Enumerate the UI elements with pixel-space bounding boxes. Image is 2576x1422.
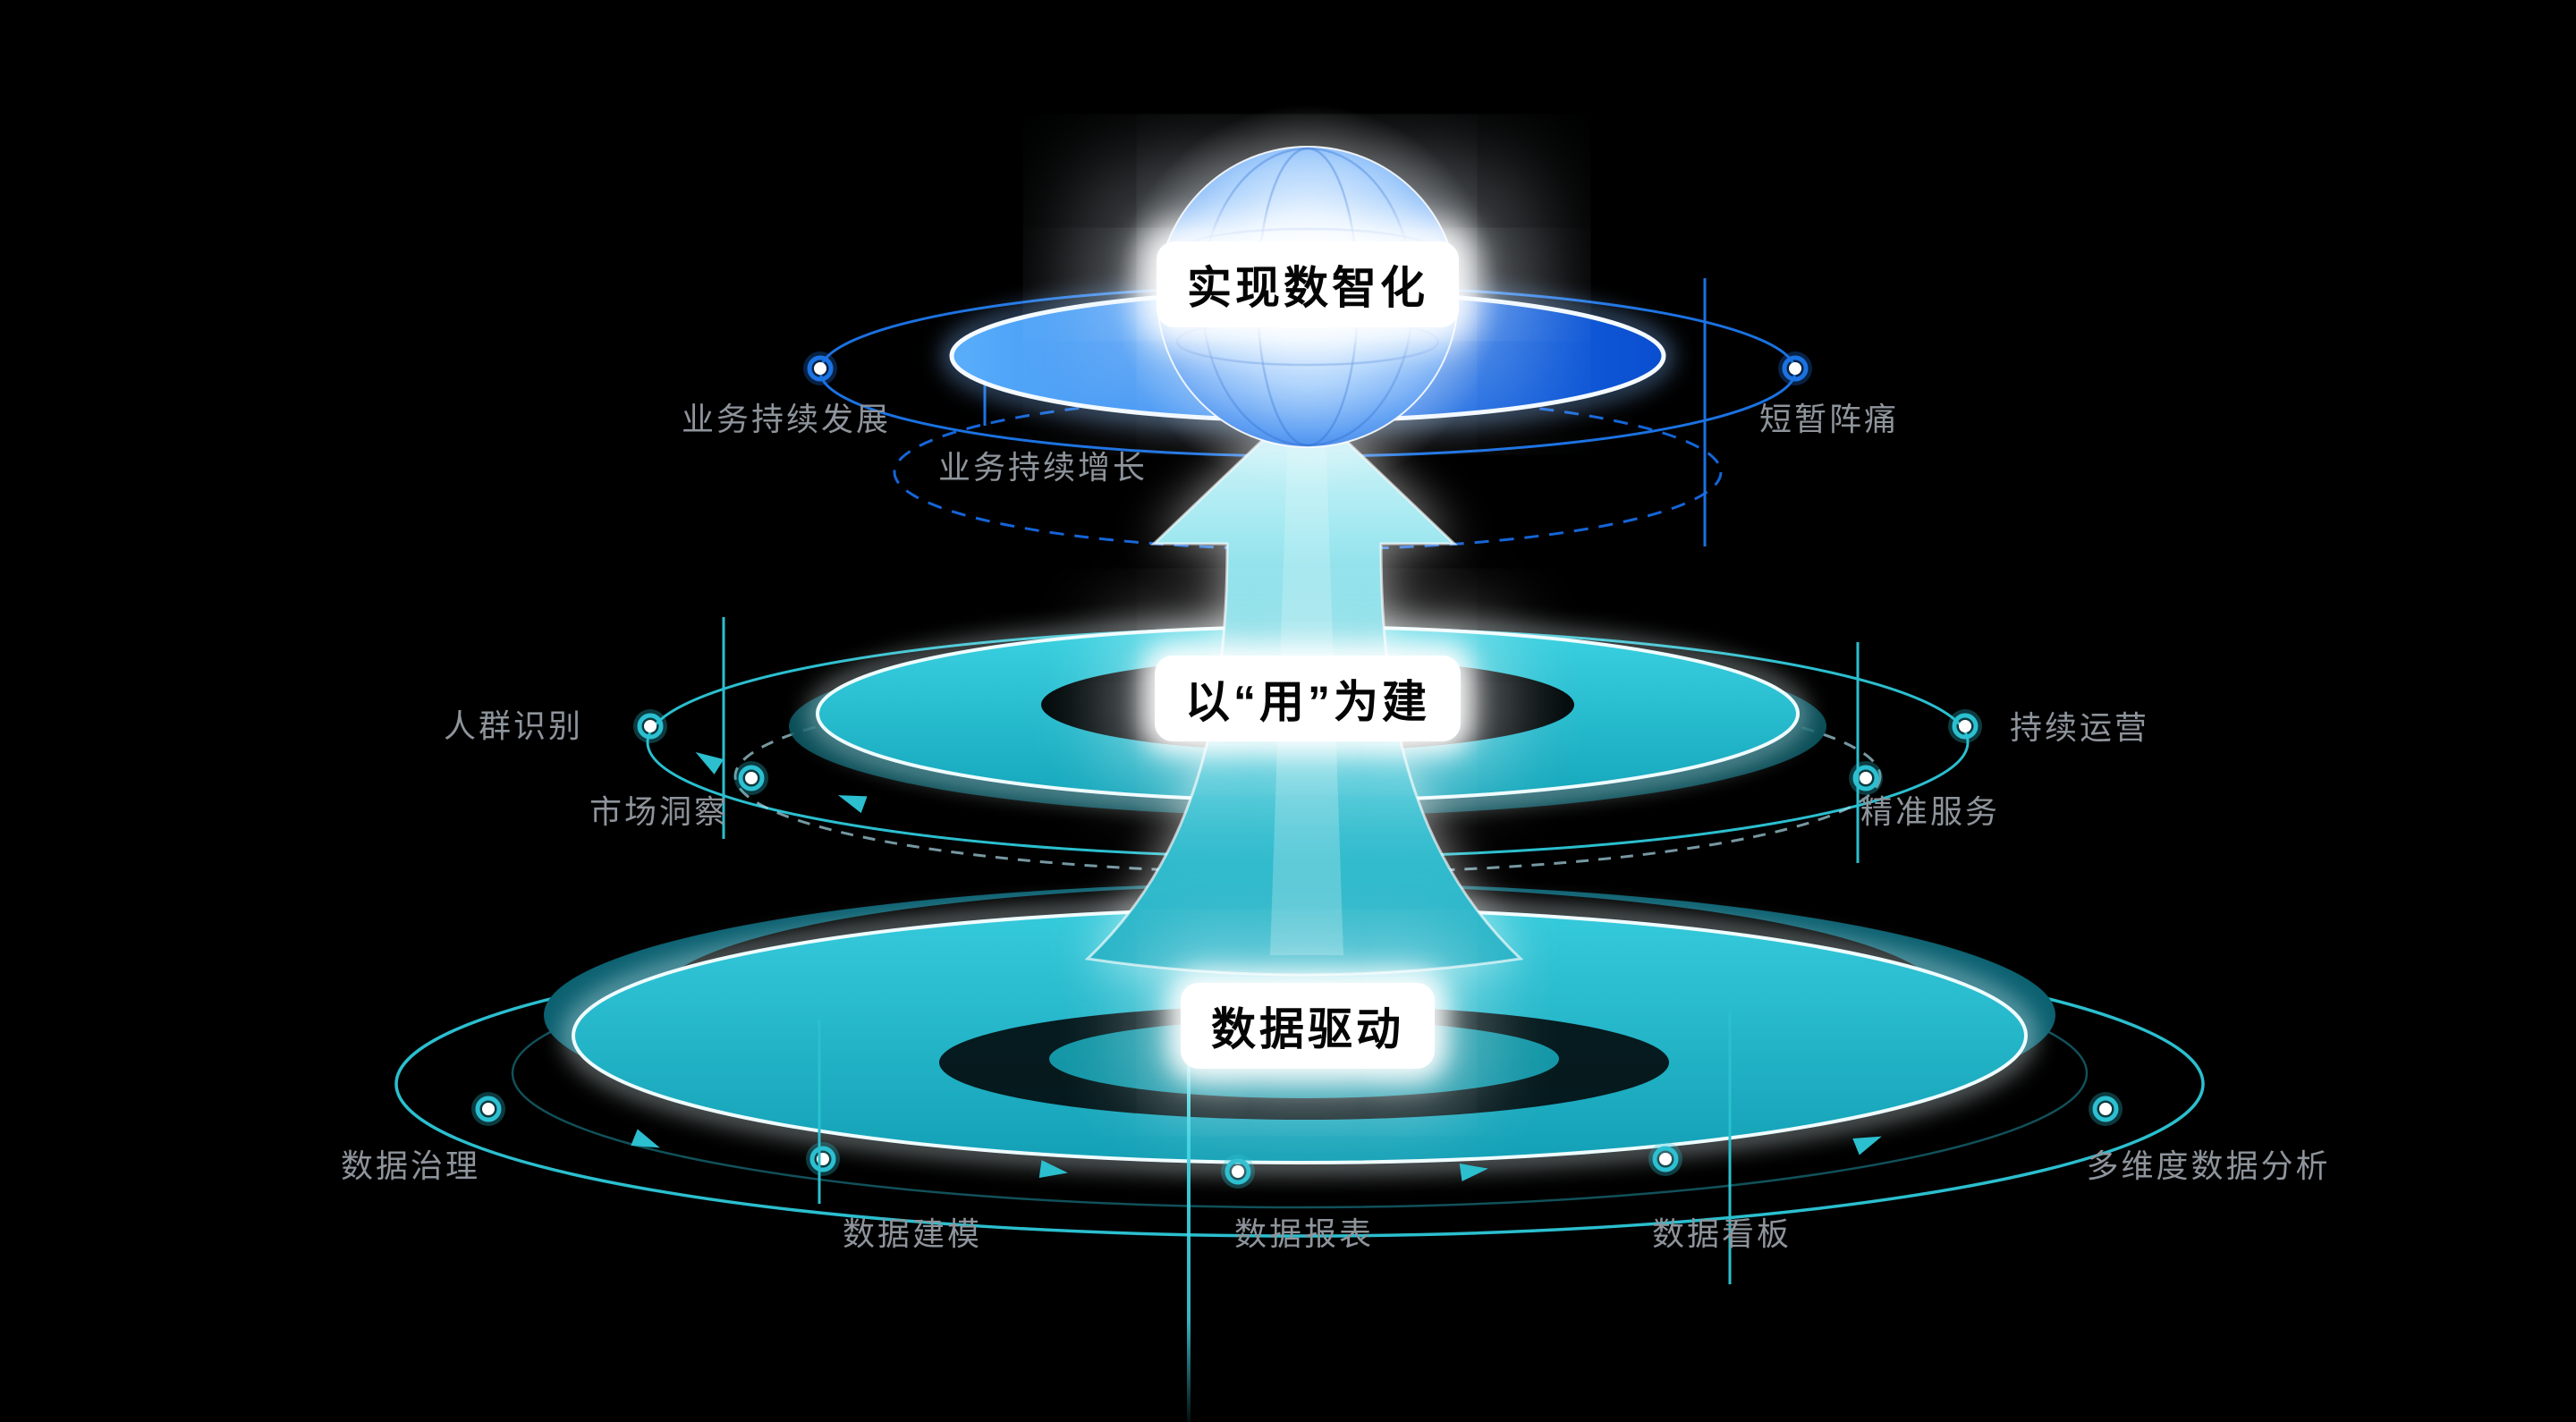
- label-market-insight: 市场洞察: [589, 793, 730, 830]
- node-dot: [1648, 1142, 1682, 1176]
- flow-arrowhead: [691, 744, 724, 774]
- label-data-modeling: 数据建模: [842, 1215, 983, 1252]
- bottom-tier-nodes: [471, 1011, 2123, 1422]
- top-tier-title: 实现数智化: [1157, 241, 1459, 327]
- label-continuous-operation: 持续运营: [2009, 709, 2150, 746]
- label-business-sustained-growth: 业务持续增长: [937, 449, 1148, 486]
- label-data-governance: 数据治理: [340, 1147, 481, 1184]
- middle-tier-title: 以“用”为建: [1155, 656, 1461, 741]
- flow-arrowhead: [835, 786, 868, 814]
- node-dot: [633, 709, 667, 743]
- node-dot: [2089, 1092, 2123, 1126]
- label-data-reports: 数据报表: [1233, 1215, 1375, 1252]
- node-dot: [471, 1092, 505, 1126]
- label-audience-identification: 人群识别: [443, 707, 584, 744]
- node-dot: [1778, 351, 1812, 385]
- label-data-dashboard: 数据看板: [1651, 1215, 1792, 1252]
- label-precise-service: 精准服务: [1860, 793, 2001, 830]
- node-dot: [1948, 709, 1982, 743]
- label-short-term-pain: 短暂阵痛: [1758, 401, 1900, 437]
- bottom-tier-title: 数据驱动: [1181, 983, 1435, 1069]
- node-dot: [1221, 1155, 1255, 1189]
- label-multidimensional-data-analysis: 多维度数据分析: [2086, 1147, 2331, 1184]
- label-business-sustained-development: 业务持续发展: [681, 401, 892, 437]
- node-dot: [734, 761, 768, 795]
- node-dot: [803, 351, 837, 385]
- flow-arrowhead: [1038, 1160, 1070, 1182]
- flow-arrowhead: [1852, 1128, 1885, 1155]
- node-dot: [806, 1142, 840, 1176]
